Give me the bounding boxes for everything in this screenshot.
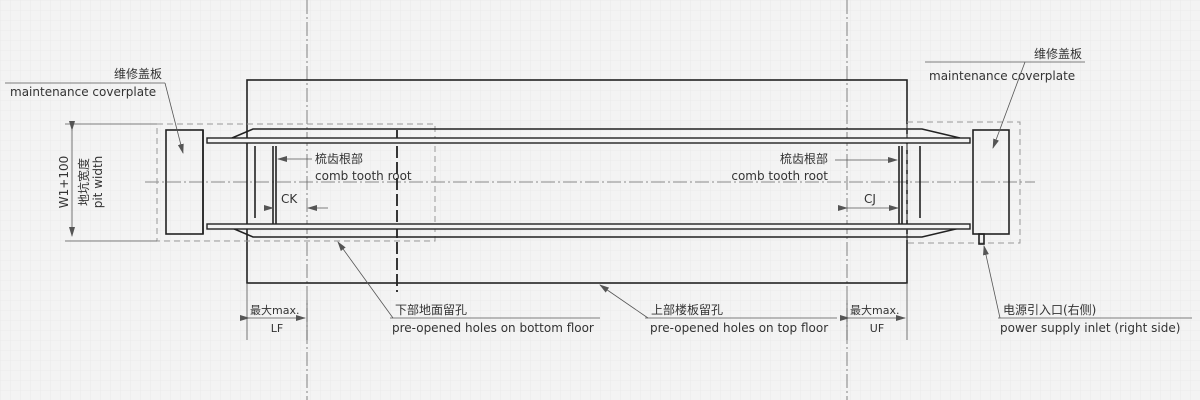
bottom-holes-cn: 下部地面留孔 (395, 302, 467, 317)
top-holes-callout: 上部楼板留孔 pre-opened holes on top floor (599, 284, 837, 335)
bottom-holes-callout: 下部地面留孔 pre-opened holes on bottom floor (337, 241, 600, 335)
uf-max: 最大max. (850, 303, 899, 317)
power-inlet-cn: 电源引入口(右侧) (1003, 302, 1096, 317)
pit-width-dim-text: W1+100 (57, 156, 71, 208)
coverplate-left-callout: 维修盖板 maintenance coverplate (5, 66, 184, 154)
escalator-truss (165, 128, 1010, 245)
comb-left-callout: 梳齿根部 comb tooth root (277, 151, 412, 183)
comb-left-en: comb tooth root (315, 169, 412, 183)
pit-width-en: pit width (91, 156, 105, 209)
power-inlet-en: power supply inlet (right side) (1000, 321, 1180, 335)
uf-dimension: 最大max. UF (840, 283, 908, 340)
power-inlet-callout: 电源引入口(右侧) power supply inlet (right side… (983, 245, 1192, 335)
top-holes-cn: 上部楼板留孔 (651, 302, 723, 317)
right-pit-outline (906, 121, 1021, 244)
comb-left-cn: 梳齿根部 (315, 151, 363, 166)
bottom-floor-opening (156, 123, 436, 242)
comb-right-callout: 梳齿根部 comb tooth root (731, 151, 898, 183)
ck-dimension: CK (264, 192, 328, 211)
cj-label: CJ (864, 192, 876, 206)
top-holes-en: pre-opened holes on top floor (650, 321, 828, 335)
coverplate-right-en: maintenance coverplate (929, 69, 1075, 83)
power-inlet-stub (978, 233, 985, 245)
lf-label: LF (271, 322, 283, 335)
cj-dimension: CJ (838, 192, 899, 211)
uf-label: UF (870, 322, 884, 335)
bottom-holes-en: pre-opened holes on bottom floor (392, 321, 594, 335)
lf-max: 最大max. (250, 303, 299, 317)
comb-right-en: comb tooth root (731, 169, 828, 183)
top-floor-opening (246, 79, 908, 284)
left-coverplate (165, 129, 204, 235)
pit-width-dimension: W1+100 地坑宽度 pit width (57, 121, 157, 242)
coverplate-right-cn: 维修盖板 (1034, 46, 1082, 61)
lf-dimension: 最大max. LF (240, 283, 308, 340)
coverplate-left-en: maintenance coverplate (10, 85, 156, 99)
coverplate-right-callout: 维修盖板 maintenance coverplate (925, 46, 1085, 149)
pit-width-cn: 地坑宽度 (76, 158, 91, 206)
comb-right-cn: 梳齿根部 (780, 151, 828, 166)
ck-label: CK (281, 192, 298, 206)
coverplate-left-cn: 维修盖板 (114, 66, 162, 81)
right-coverplate (972, 129, 1010, 235)
